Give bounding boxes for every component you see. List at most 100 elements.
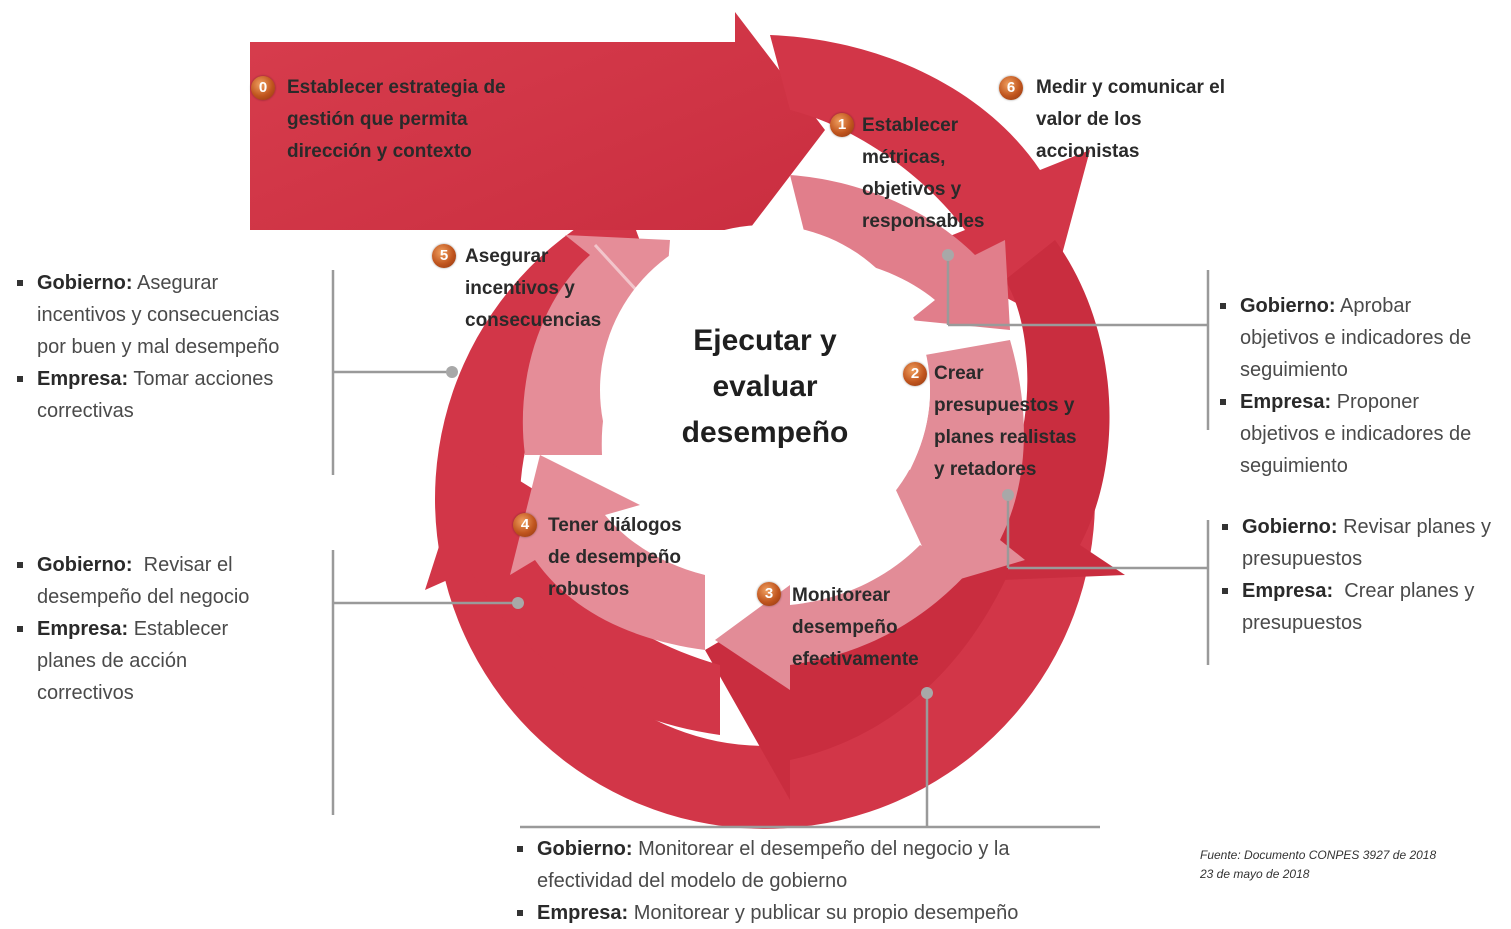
note-text: correctivos xyxy=(37,682,134,704)
inner-arrow-3 xyxy=(715,545,970,690)
dot-bottom xyxy=(921,687,933,699)
center-line: evaluar xyxy=(712,370,818,403)
step-badge-5: 5 xyxy=(432,244,456,268)
note-who: Empresa: xyxy=(37,368,129,390)
note-text: seguimiento xyxy=(1240,455,1348,477)
note-text: Revisar el xyxy=(132,554,233,576)
connector-left-top xyxy=(331,270,452,475)
center-disc xyxy=(600,225,930,555)
step-0-text: Establecer estrategia de gestión que per… xyxy=(287,72,506,168)
step-5-text: Asegurar incentivos y consecuencias xyxy=(465,241,601,337)
note-who: Empresa: xyxy=(37,618,129,640)
note-who: Gobierno: xyxy=(1240,295,1336,317)
step-line: Establecer xyxy=(862,115,959,136)
step-line: robustos xyxy=(548,579,630,600)
note-text: planes de acción xyxy=(37,650,188,672)
step-line: efectivamente xyxy=(792,649,919,670)
note-item-gobierno: Gobierno: Monitorear el desempeño del ne… xyxy=(515,833,1018,897)
note-item-empresa: Empresa: Establecer planes de acción cor… xyxy=(15,613,249,709)
source-line: 23 de mayo de 2018 xyxy=(1200,867,1310,881)
note-text: Establecer xyxy=(128,618,229,640)
dot-left-bottom xyxy=(512,597,524,609)
step-line: incentivos y xyxy=(465,278,575,299)
note-left-top: Gobierno: Asegurar incentivos y consecue… xyxy=(15,267,279,427)
step-line: responsables xyxy=(862,211,985,232)
step-line: accionistas xyxy=(1036,141,1140,162)
step-6-text: Medir y comunicar el valor de los accion… xyxy=(1036,72,1225,168)
step-line: gestión que permita xyxy=(287,109,468,130)
note-item-gobierno: Gobierno: Revisar planes y presupuestos xyxy=(1220,511,1491,575)
note-text: objetivos e indicadores de xyxy=(1240,423,1472,445)
note-text: Revisar planes y xyxy=(1337,516,1491,538)
note-text: correctivas xyxy=(37,400,134,422)
note-text: Monitorear y publicar su propio desempeñ… xyxy=(628,902,1019,924)
note-item-empresa: Empresa: Crear planes y presupuestos xyxy=(1220,575,1491,639)
step-line: y retadores xyxy=(934,459,1037,480)
center-line: desempeño xyxy=(681,416,849,449)
step-line: métricas, xyxy=(862,147,946,168)
inner-arrow-4 xyxy=(510,455,705,650)
outer-arrow-bottom xyxy=(705,540,1010,800)
note-right-bottom: Gobierno: Revisar planes y presupuestos … xyxy=(1220,511,1491,639)
step-line: presupuestos y xyxy=(934,395,1075,416)
inner-arrow-2 xyxy=(875,340,1025,585)
step-line: Monitorear xyxy=(792,585,891,606)
note-text: presupuestos xyxy=(1242,612,1363,634)
step-line: valor de los xyxy=(1036,109,1142,130)
center-title: Ejecutar y evaluar desempeño xyxy=(640,318,890,456)
step-badge-6: 6 xyxy=(999,76,1023,100)
note-text: Proponer xyxy=(1331,391,1419,413)
step-line: consecuencias xyxy=(465,310,602,331)
connector-bottom xyxy=(520,693,1100,829)
step-4-text: Tener diálogos de desempeño robustos xyxy=(548,510,682,606)
step-1-text: Establecer métricas, objetivos y respons… xyxy=(862,110,985,238)
note-who: Empresa: xyxy=(537,902,629,924)
step-line: Establecer estrategia de xyxy=(287,77,506,98)
connector-right-top xyxy=(946,255,1210,430)
note-item-gobierno: Gobierno: Aprobar objetivos e indicadore… xyxy=(1218,290,1471,386)
note-who: Gobierno: xyxy=(37,272,133,294)
note-text: Asegurar xyxy=(132,272,219,294)
note-text: desempeño del negocio xyxy=(37,586,250,608)
step-line: Medir y comunicar el xyxy=(1036,77,1226,98)
note-item-empresa: Empresa: Monitorear y publicar su propio… xyxy=(515,897,1018,929)
note-item-empresa: Empresa: Tomar acciones correctivas xyxy=(15,363,279,427)
outer-arrow-top xyxy=(770,35,1090,318)
source-caption: Fuente: Documento CONPES 3927 de 2018 23… xyxy=(1200,846,1436,884)
note-text: seguimiento xyxy=(1240,359,1348,381)
center-line: Ejecutar y xyxy=(693,324,837,357)
step-line: objetivos y xyxy=(862,179,962,200)
connectors xyxy=(331,255,1210,829)
step-badge-0: 0 xyxy=(251,76,275,100)
note-who: Gobierno: xyxy=(537,838,633,860)
dot-right-top xyxy=(942,249,954,261)
step-badge-2: 2 xyxy=(903,362,927,386)
note-text: efectividad del modelo de gobierno xyxy=(537,870,848,892)
note-text: Crear planes y xyxy=(1333,580,1475,602)
note-item-empresa: Empresa: Proponer objetivos e indicadore… xyxy=(1218,386,1471,482)
inner-arrow-5 xyxy=(522,235,670,455)
dot-left-top xyxy=(446,366,458,378)
note-text: incentivos y consecuencias xyxy=(37,304,280,326)
note-who: Gobierno: xyxy=(1242,516,1338,538)
step-3-text: Monitorear desempeño efectivamente xyxy=(792,580,919,676)
note-text: Monitorear el desempeño del negocio y la xyxy=(632,838,1010,860)
step-badge-1: 1 xyxy=(830,113,854,137)
note-right-top: Gobierno: Aprobar objetivos e indicadore… xyxy=(1218,290,1471,482)
note-bottom: Gobierno: Monitorear el desempeño del ne… xyxy=(515,833,1018,929)
step-line: planes realistas xyxy=(934,427,1077,448)
step-badge-3: 3 xyxy=(757,582,781,606)
note-left-bottom: Gobierno: Revisar el desempeño del negoc… xyxy=(15,549,249,709)
connector-right-bottom xyxy=(1006,495,1210,665)
connector-dots xyxy=(446,249,1014,699)
note-item-gobierno: Gobierno: Revisar el desempeño del negoc… xyxy=(15,549,249,613)
connector-left-bottom xyxy=(331,550,518,815)
note-who: Gobierno: xyxy=(37,554,133,576)
source-line: Fuente: Documento CONPES 3927 de 2018 xyxy=(1200,848,1437,862)
dot-right-bottom xyxy=(1002,489,1014,501)
step-line: Tener diálogos xyxy=(548,515,682,536)
note-who: Empresa: xyxy=(1240,391,1332,413)
inner-arrow-1 xyxy=(790,175,1010,330)
note-text: presupuestos xyxy=(1242,548,1363,570)
